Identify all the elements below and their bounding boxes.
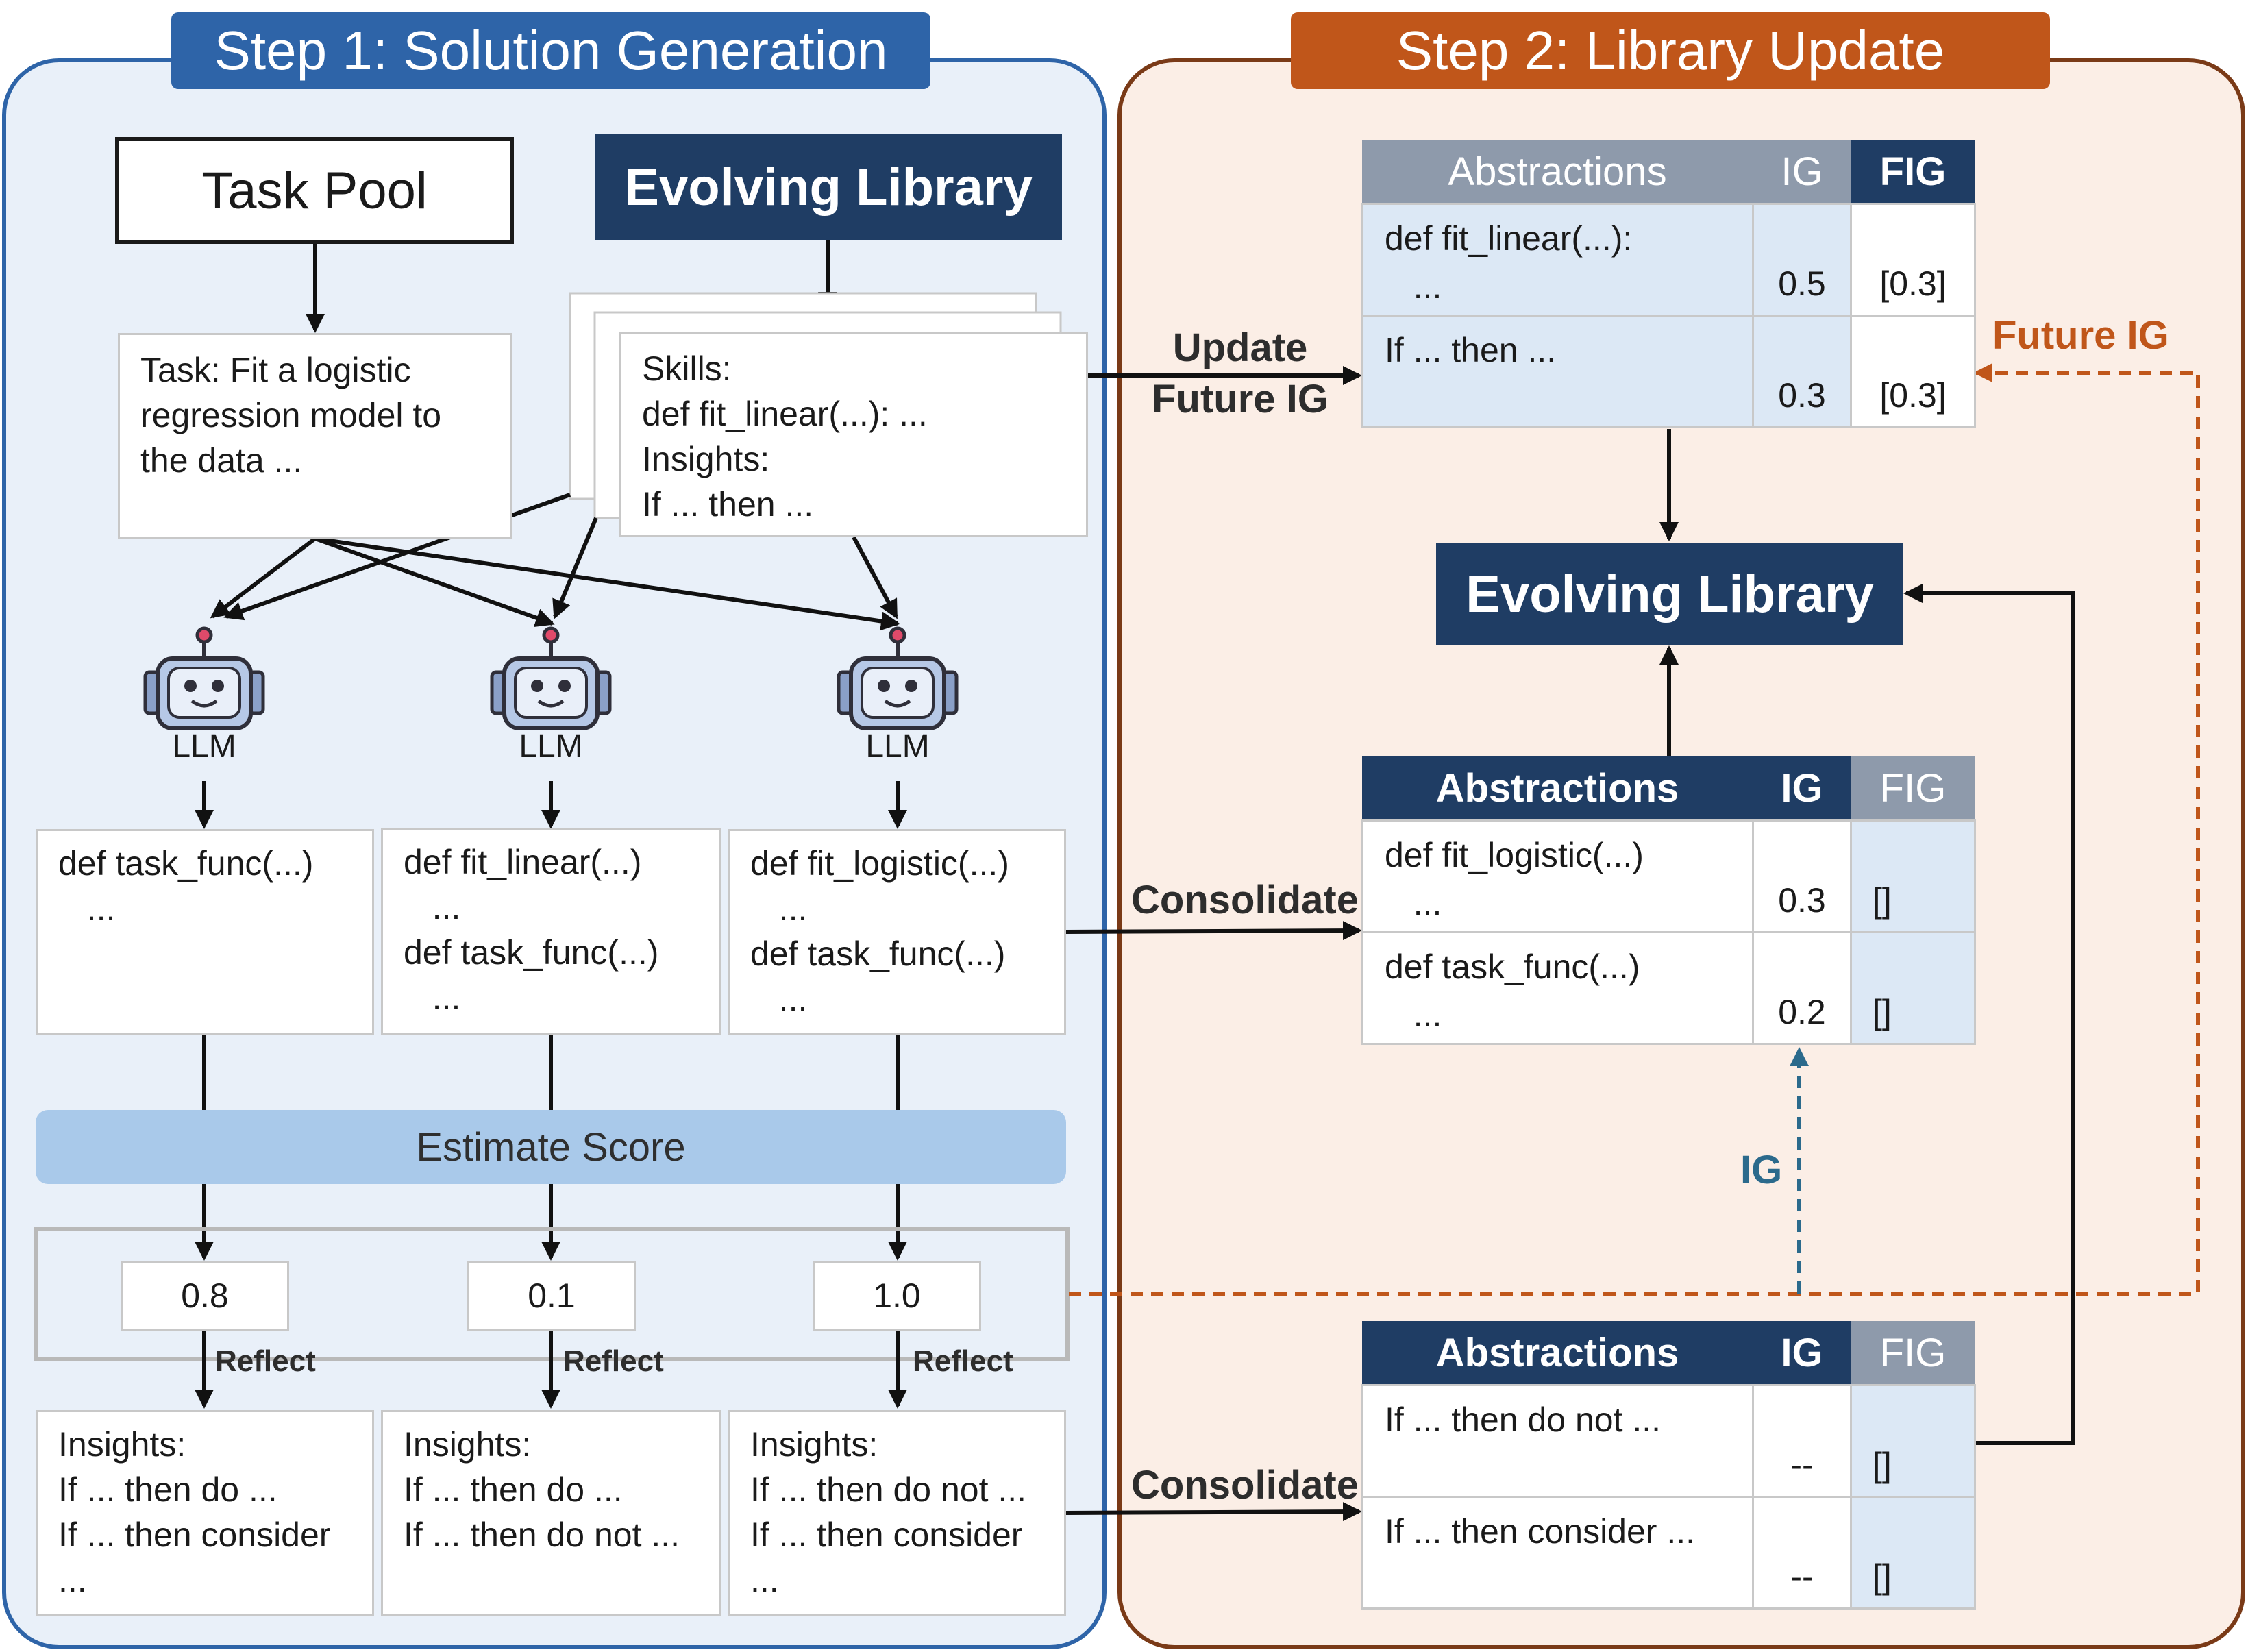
table-cell-ig: 0.2: [1752, 931, 1852, 1045]
table-cell-abstraction: def fit_logistic(...) ...: [1361, 819, 1754, 933]
table-cell-ig: 0.3: [1752, 819, 1852, 933]
arrow-consolidate-insights: [1065, 1502, 1362, 1522]
table-cell-fig: [0.3]: [1850, 315, 1976, 428]
consolidate-label: Consolidate: [1131, 878, 1359, 922]
robot-icon: [837, 626, 959, 730]
reflect-label: Reflect: [913, 1344, 1013, 1378]
header-abstractions: Abstractions: [1361, 756, 1753, 821]
header-abstractions: Abstractions: [1361, 1321, 1753, 1385]
arrow-future-ig: [1069, 363, 2200, 1296]
table-cell-fig: []: [1850, 931, 1976, 1045]
arrow-task-llm2: [314, 537, 555, 628]
table-cell-fig: []: [1850, 819, 1976, 933]
table-cell-ig: --: [1752, 1496, 1852, 1610]
llm-label: LLM: [172, 728, 236, 765]
table-cell-ig: 0.5: [1752, 203, 1852, 317]
table-cell-abstraction: def task_func(...) ...: [1361, 931, 1754, 1045]
bottom-abstractions-table: Abstractions IG FIG If ... then do not .…: [1361, 1321, 1976, 1610]
arrow-lib-llm1: [223, 493, 571, 621]
step2-title: Step 2: Library Update: [1291, 12, 2050, 89]
code-box: def fit_linear(...) ... def task_func(..…: [381, 828, 721, 1035]
header-ig: IG: [1753, 756, 1851, 821]
header-fig: FIG: [1851, 1321, 1975, 1385]
table-cell-fig: []: [1850, 1384, 1976, 1498]
robot-icon: [143, 626, 265, 730]
future-ig-label: Future IG: [1992, 313, 2169, 358]
table-cell-ig: --: [1752, 1384, 1852, 1498]
top-abstractions-table: Abstractions IG FIG def fit_linear(...):…: [1361, 140, 1976, 428]
llm-label: LLM: [519, 728, 583, 765]
score-value: 1.0: [813, 1261, 981, 1331]
llm-label: LLM: [865, 728, 930, 765]
estimate-score-bar: Estimate Score: [36, 1110, 1066, 1184]
library-skills-box: Skills: def fit_linear(...): ... Insight…: [619, 332, 1088, 537]
task-pool: Task Pool: [115, 137, 514, 244]
table-cell-fig: []: [1850, 1496, 1976, 1610]
insights-box: Insights: If ... then do not ... If ... …: [728, 1410, 1066, 1616]
header-fig: FIG: [1851, 756, 1975, 821]
evolving-library-step2: Evolving Library: [1436, 543, 1903, 645]
table-cell-abstraction: def fit_linear(...): ...: [1361, 203, 1754, 317]
header-ig: IG: [1753, 1321, 1851, 1385]
code-box: def fit_logistic(...) ... def task_func(…: [728, 829, 1066, 1035]
header-abstractions: Abstractions: [1361, 140, 1753, 204]
step1-title: Step 1: Solution Generation: [171, 12, 930, 89]
update-future-ig-label: Update Future IG: [1152, 325, 1329, 422]
table-cell-abstraction: If ... then consider ...: [1361, 1496, 1754, 1610]
ig-label: IG: [1740, 1148, 1783, 1192]
evolving-library-step1: Evolving Library: [595, 134, 1062, 240]
insights-box: Insights: If ... then do ... If ... then…: [381, 1410, 721, 1616]
reflect-label: Reflect: [215, 1344, 316, 1378]
task-box: Task: Fit a logistic regression model to…: [118, 333, 512, 539]
arrow-lib-llm2: [552, 517, 598, 619]
table-cell-abstraction: If ... then do not ...: [1361, 1384, 1754, 1498]
header-fig: FIG: [1851, 140, 1975, 204]
arrow-lib-llm3: [852, 536, 898, 619]
table-cell-ig: 0.3: [1752, 315, 1852, 428]
arrow-consolidate-code: [1065, 921, 1362, 941]
code-box: def task_func(...) ...: [36, 829, 374, 1035]
score-value: 0.8: [121, 1261, 289, 1331]
header-ig: IG: [1753, 140, 1851, 204]
mid-abstractions-table: Abstractions IG FIG def fit_logistic(...…: [1361, 756, 1976, 1045]
insights-box: Insights: If ... then do ... If ... then…: [36, 1410, 374, 1616]
arrow-bottomtable-library: [1903, 584, 2075, 1445]
score-value: 0.1: [467, 1261, 636, 1331]
robot-icon: [490, 626, 612, 730]
reflect-label: Reflect: [563, 1344, 664, 1378]
table-cell-abstraction: If ... then ...: [1361, 315, 1754, 428]
consolidate-label: Consolidate: [1131, 1463, 1359, 1507]
table-cell-fig: [0.3]: [1850, 203, 1976, 317]
